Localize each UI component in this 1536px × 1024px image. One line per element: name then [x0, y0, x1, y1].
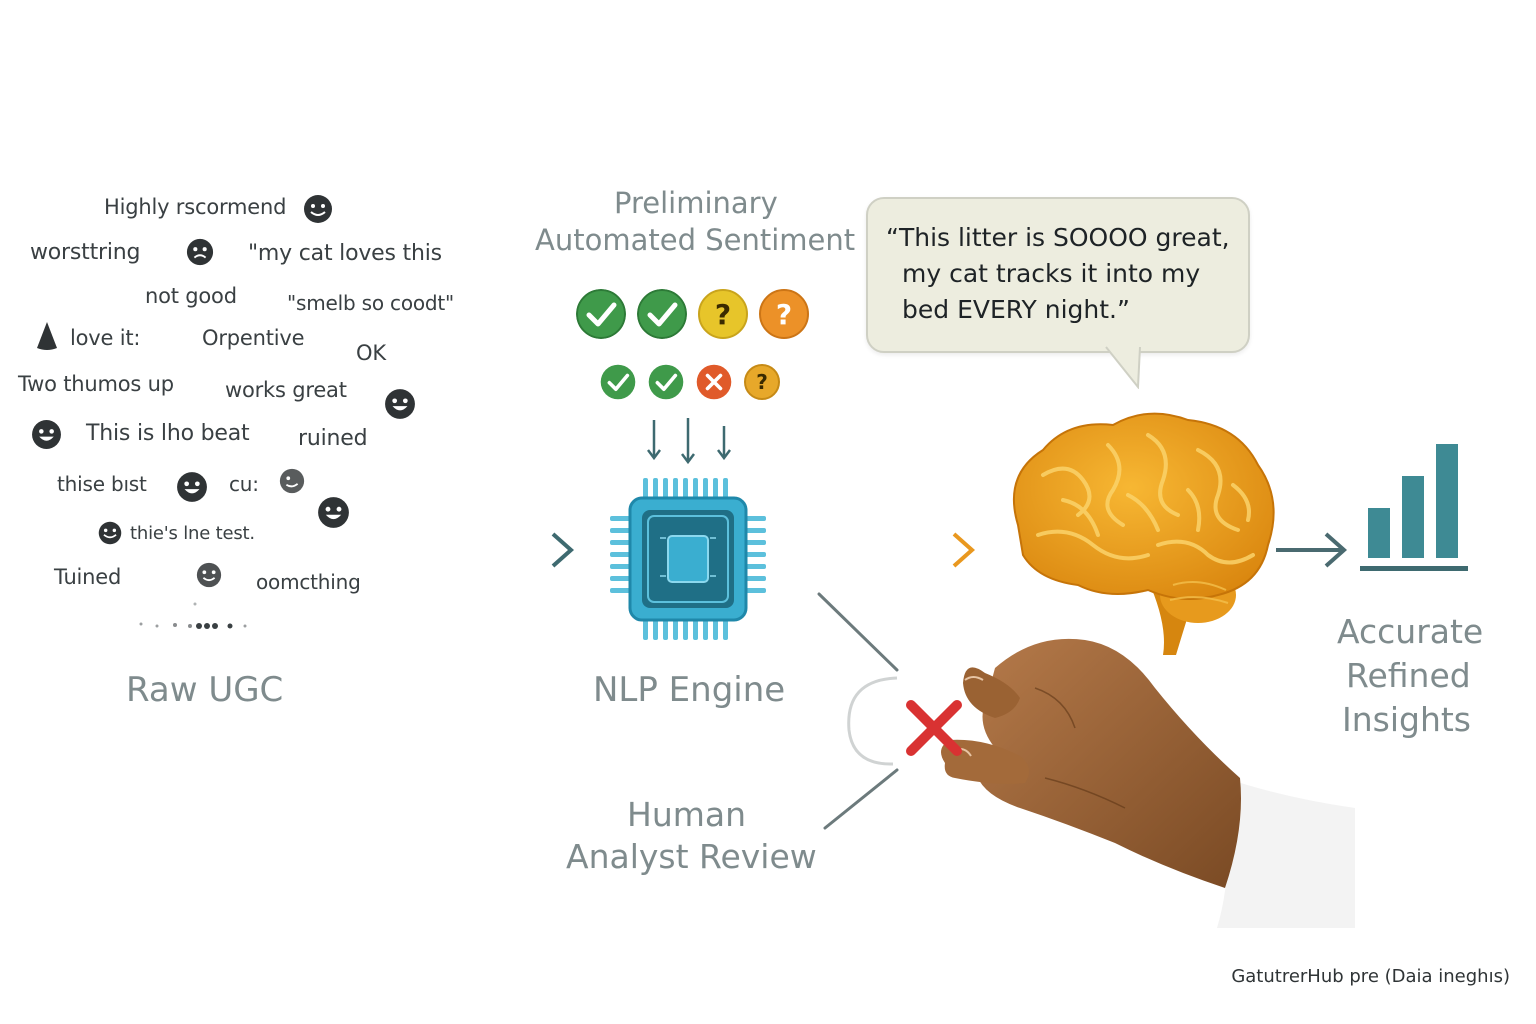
raw-ugc-label: Raw UGC: [126, 670, 284, 710]
question-badge-icon: ?: [744, 364, 780, 400]
ugc-phrase: thie's lne test.: [130, 523, 255, 544]
emoji-icon: [196, 562, 222, 588]
footer-credit: GatutrerHub pre (Daia ineghıs): [1231, 966, 1510, 987]
reject-x-icon: [906, 700, 962, 756]
ugc-phrase: OK: [356, 341, 386, 365]
emoji-icon: [98, 521, 122, 545]
emoji-icon: [37, 322, 57, 350]
emoji-icon: [177, 472, 207, 502]
chip-icon: [610, 478, 766, 640]
bar-chart-icon: [1360, 444, 1468, 571]
human-label-line1: Human: [627, 795, 747, 834]
check-badge-icon: [600, 364, 636, 400]
ugc-phrase: Orpentive: [202, 326, 305, 350]
accurate-label-line2: Refined: [1346, 656, 1471, 695]
question-badge-icon: ?: [759, 289, 809, 339]
ugc-phrase: worsttring: [30, 240, 141, 265]
ugc-phrase: Highly rscormend: [104, 195, 287, 219]
ugc-phrase: oomcthing: [256, 570, 361, 594]
preliminary-label-line1: Preliminary: [614, 186, 778, 220]
emoji-icon: [279, 468, 305, 494]
right-arrow-icon: [365, 532, 575, 568]
ugc-phrase: love it:: [70, 326, 141, 350]
check-badge-icon: [576, 289, 626, 339]
quote-line: bed EVERY night.”: [902, 295, 1130, 324]
down-arrow-icon: [647, 418, 731, 465]
ugc-phrase: "smelb so coodt": [287, 291, 455, 315]
preliminary-label-line2: Automated Sentiment: [535, 223, 856, 257]
ugc-speckles: [139, 602, 247, 629]
speech-bubble-tail: [1104, 345, 1141, 389]
emoji-icon: [304, 195, 332, 223]
human-label-line2: Analyst Review: [566, 837, 817, 876]
emoji-icon: [318, 497, 349, 528]
ugc-phrase: cu:: [229, 472, 259, 496]
emoji-icon: [385, 389, 415, 419]
quote-line: “This litter is SOOOO great,: [886, 223, 1230, 252]
hand-icon: [941, 638, 1355, 928]
ugc-phrase: not good: [145, 284, 237, 308]
right-arrow-icon: [772, 532, 976, 568]
review-connector-lines: [817, 592, 899, 830]
ugc-phrase: Two thumos up: [18, 372, 174, 396]
ugc-phrase: Tuined: [54, 565, 122, 589]
ugc-phrase: This is lho beat: [86, 421, 250, 446]
accurate-label-line3: Insights: [1342, 700, 1472, 739]
check-badge-icon: [648, 364, 684, 400]
speech-bubble-icon: “This litter is SOOOO great, my cat trac…: [866, 197, 1250, 353]
ugc-phrase: thise bıst: [57, 472, 147, 496]
accurate-label-line1: Accurate: [1337, 612, 1484, 651]
emoji-icon: [32, 420, 61, 449]
ugc-phrase: works great: [225, 378, 347, 402]
ugc-phrase: "my cat loves this: [248, 241, 442, 266]
quote-line: my cat tracks it into my: [902, 259, 1201, 288]
emoji-icon: [186, 238, 214, 266]
ugc-phrase: ruined: [298, 426, 368, 451]
check-badge-icon: [637, 289, 687, 339]
question-badge-icon: ?: [698, 289, 748, 339]
brain-icon: [1012, 412, 1275, 655]
right-arrow-icon: [1276, 532, 1348, 568]
nlp-engine-label: NLP Engine: [593, 670, 786, 710]
cross-badge-icon: [696, 364, 732, 400]
